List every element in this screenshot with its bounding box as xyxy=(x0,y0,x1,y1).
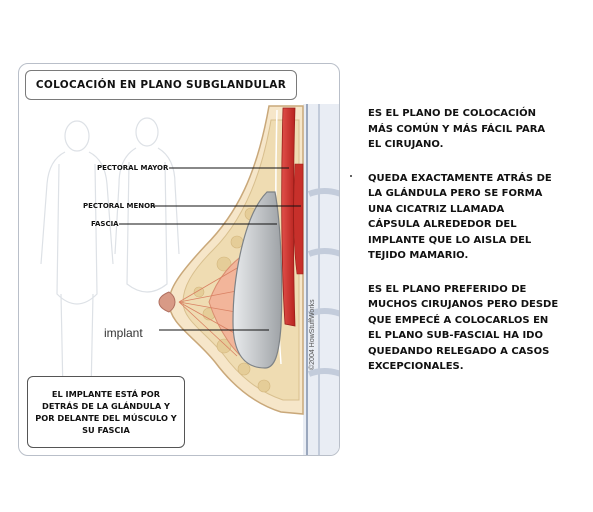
label-implant: implant xyxy=(104,326,143,340)
body-silhouettes xyxy=(40,117,180,395)
label-fascia: FASCIA xyxy=(91,220,119,228)
diagram-panel: COLOCACIÓN EN PLANO SUBGLANDULAR PECTORA… xyxy=(18,63,340,456)
chest-wall xyxy=(303,104,339,455)
panel-title-box: COLOCACIÓN EN PLANO SUBGLANDULAR xyxy=(25,70,297,100)
label-pectoral-menor: PECTORAL MENOR xyxy=(83,202,156,210)
caption-box: EL IMPLANTE ESTÁ POR DETRÁS DE LA GLÁNDU… xyxy=(27,376,185,448)
nipple xyxy=(158,291,176,313)
panel-title: COLOCACIÓN EN PLANO SUBGLANDULAR xyxy=(35,79,287,91)
label-pectoral-mayor: PECTORAL MAYOR xyxy=(97,164,169,172)
implant-shape xyxy=(232,191,283,369)
pectoralis-minor-muscle xyxy=(293,163,304,275)
copyright-text: ©2004 HowStuffWorks xyxy=(309,299,316,370)
description-paragraph-2: QUEDA EXACTAMENTE ATRÁS DE LA GLÁNDULA P… xyxy=(368,172,552,262)
description-text: ES EL PLANO DE COLOCACIÓN MÁS COMÚN Y MÁ… xyxy=(368,106,590,393)
breast-cross-section-illustration xyxy=(40,104,339,455)
pectoralis-major-muscle xyxy=(281,107,296,327)
description-paragraph-1: ES EL PLANO DE COLOCACIÓN MÁS COMÚN Y MÁ… xyxy=(368,108,546,150)
label-leader-lines xyxy=(119,167,301,331)
stray-dot xyxy=(350,175,352,177)
description-paragraph-3: ES EL PLANO PREFERIDO DE MUCHOS CIRUJANO… xyxy=(368,283,559,373)
